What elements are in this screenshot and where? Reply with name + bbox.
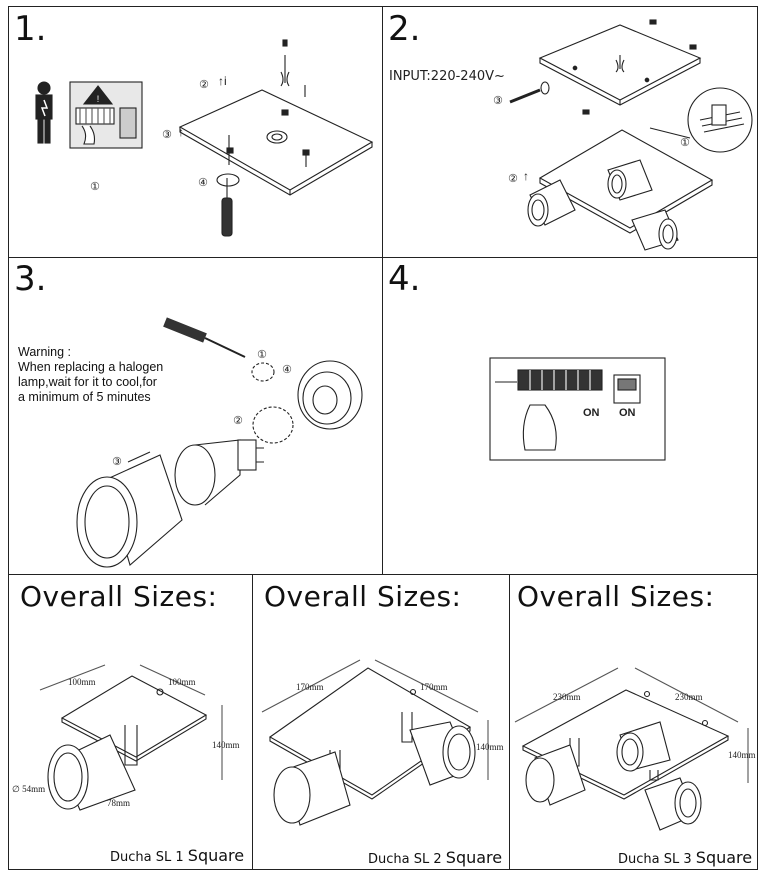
dim-sl1-w1: 100mm [68, 677, 96, 687]
screws-step2 [509, 19, 697, 115]
step1-callout-3: ③ [162, 128, 172, 141]
mounting-screws-step1 [226, 39, 310, 167]
step3-callout-3: ③ [112, 455, 122, 468]
model-name-2: Ducha SL 2 [368, 852, 442, 867]
up-arrow-icon-3: ↑ [523, 169, 529, 183]
dim-sl1-w2: 100mm [168, 677, 196, 687]
model-label-2: Ducha SL 2 Square [368, 848, 502, 867]
model-suffix-2: Square [445, 848, 503, 867]
up-arrow-icon: ↑i [218, 74, 227, 88]
ceiling-plate-step1 [178, 89, 374, 196]
overall-sizes-heading-3: Overall Sizes: [517, 580, 715, 613]
model-suffix-1: Square [187, 846, 245, 865]
step3-callout-4: ④ [282, 363, 292, 376]
step-number-4: 4. [388, 259, 421, 299]
fixture-sl2 [261, 659, 489, 826]
step1-callout-2: ② [199, 78, 209, 91]
warning-title: Warning : [18, 345, 72, 359]
step-number-2: 2. [388, 9, 421, 49]
wall-plug-ring [216, 173, 240, 187]
model-label-1: Ducha SL 1 Square [110, 846, 244, 865]
fixture-sl1 [39, 664, 223, 811]
spotlight-shade-step3 [76, 454, 183, 568]
dim-sl1-length: 78mm [107, 798, 130, 808]
step1-callout-1: ① [90, 180, 100, 193]
fuse-box-icon [489, 357, 666, 461]
dim-sl1-h: 140mm [212, 740, 240, 750]
step3-callout-2: ② [233, 414, 243, 427]
svg-text:!: ! [97, 94, 100, 104]
on-label-2: ON [619, 407, 636, 419]
arrow-icon [127, 451, 151, 463]
model-name-3: Ducha SL 3 [618, 852, 692, 867]
step-number-1: 1. [14, 9, 47, 49]
warning-line-2: lamp,wait for it to cool,for [18, 375, 157, 389]
fixture-sl3 [514, 667, 749, 831]
step2-callout-1: ① [680, 136, 690, 149]
step1-callout-4: ④ [198, 176, 208, 189]
warning-line-1: When replacing a halogen [18, 360, 164, 374]
model-suffix-3: Square [695, 848, 753, 867]
on-label-1: ON [583, 407, 600, 419]
step2-callout-3: ③ [493, 94, 503, 107]
spotlight-base-step2 [538, 129, 714, 234]
dim-sl3-w2: 230mm [675, 692, 703, 702]
step2-callout-2: ② [508, 172, 518, 185]
warning-text: Warning : When replacing a halogen lamp,… [18, 345, 163, 405]
spotlight-heads-step2 [527, 159, 679, 251]
model-name-1: Ducha SL 1 [110, 850, 184, 865]
dim-sl3-w1: 230mm [553, 692, 581, 702]
overall-sizes-heading-1: Overall Sizes: [20, 580, 218, 613]
lamp-holder-step3 [297, 360, 363, 430]
dim-sl1-diameter: ∅ 54mm [12, 784, 45, 794]
screwdriver-icon-step3 [163, 317, 246, 358]
model-label-3: Ducha SL 3 Square [618, 848, 752, 867]
dim-sl2-w2: 170mm [420, 682, 448, 692]
spring-clip-ring [252, 406, 294, 444]
retaining-ring [251, 362, 275, 382]
warning-line-3: a minimum of 5 minutes [18, 390, 151, 404]
dim-sl2-h: 140mm [476, 742, 504, 752]
electrician-icon [35, 81, 53, 144]
input-voltage-label: INPUT:220-240V~ [389, 69, 505, 84]
wiring-detail-circle [649, 87, 753, 153]
dim-sl2-w1: 170mm [296, 682, 324, 692]
dim-sl3-h: 140mm [728, 750, 756, 760]
ceiling-plate-step2 [538, 24, 702, 106]
up-arrow-icon-2: ↑ [178, 125, 184, 139]
halogen-bulb-gu10 [174, 439, 264, 506]
screwdriver-icon-step1 [221, 178, 233, 237]
step3-callout-1: ① [257, 348, 267, 361]
step-number-3: 3. [14, 259, 47, 299]
overall-sizes-heading-2: Overall Sizes: [264, 580, 462, 613]
switch-off-warning-icon: ! [69, 81, 143, 149]
